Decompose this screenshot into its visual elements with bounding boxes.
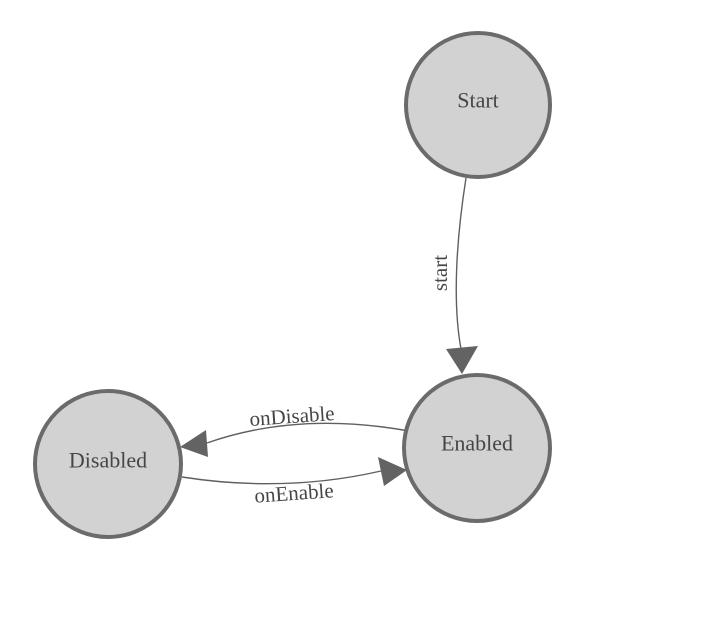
arrowhead-into-enabled-from-start <box>446 346 478 374</box>
edge-line-enabled-to-disabled <box>206 422 410 444</box>
edge-label-start: start <box>428 255 452 291</box>
edge-line-start-to-enabled <box>455 177 467 350</box>
arrowhead-into-enabled-from-disabled <box>378 457 407 486</box>
edge-enabled-to-disabled: onDisable <box>180 401 410 457</box>
edge-disabled-to-enabled: onEnable <box>181 457 407 508</box>
edge-label-onenable: onEnable <box>254 478 335 507</box>
state-node-enabled[interactable]: Enabled <box>402 373 552 523</box>
state-label-start: Start <box>457 88 499 113</box>
arrowhead-into-disabled <box>180 430 208 457</box>
state-node-start[interactable]: Start <box>404 31 552 179</box>
state-label-enabled: Enabled <box>441 431 513 456</box>
state-circle-disabled[interactable] <box>33 389 183 539</box>
edge-start-to-enabled: start <box>428 177 478 374</box>
edge-label-ondisable: onDisable <box>249 401 336 431</box>
state-circle-start[interactable] <box>404 31 552 179</box>
state-node-disabled[interactable]: Disabled <box>33 389 183 539</box>
state-circle-enabled[interactable] <box>402 373 552 523</box>
state-label-disabled: Disabled <box>69 448 147 473</box>
edge-line-disabled-to-enabled <box>181 470 382 485</box>
